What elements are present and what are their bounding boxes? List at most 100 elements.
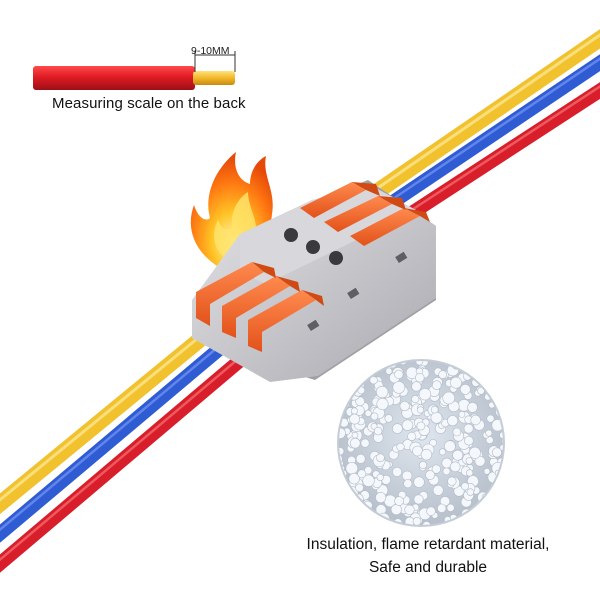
granule [363, 365, 372, 374]
granule [483, 467, 491, 475]
granule [472, 522, 485, 525]
granule [345, 367, 354, 376]
granule [350, 407, 358, 415]
granule [411, 395, 420, 404]
granule [422, 521, 431, 525]
granule [339, 491, 342, 498]
granule [468, 446, 481, 459]
granule [490, 492, 498, 500]
granule [499, 368, 503, 380]
granule [459, 383, 471, 395]
granule [485, 429, 493, 437]
granule [418, 460, 427, 469]
granule [339, 461, 340, 469]
granule [497, 489, 503, 502]
granule [404, 504, 415, 515]
granule [492, 519, 500, 525]
wires-lower-left [0, 321, 255, 573]
granule [501, 386, 503, 394]
granule [450, 376, 462, 389]
granule [394, 369, 404, 380]
granule [495, 491, 503, 501]
granule [339, 521, 341, 525]
granule [339, 392, 342, 405]
granule [346, 510, 359, 523]
granule [463, 435, 474, 446]
granule [504, 499, 515, 510]
granules-closeup [337, 359, 515, 527]
granule [487, 373, 497, 383]
granule [345, 462, 358, 475]
granule [432, 484, 444, 496]
granule [470, 414, 481, 426]
granule [349, 361, 358, 367]
granule [339, 427, 346, 439]
granule [500, 507, 503, 516]
granule [452, 449, 464, 461]
granule [345, 382, 355, 393]
granule [489, 374, 501, 386]
granule [403, 479, 413, 489]
granule [370, 412, 379, 421]
granule [352, 361, 364, 368]
granule [502, 462, 503, 474]
granule [347, 364, 360, 377]
granule [349, 413, 360, 425]
scale-label: 9-10MM [191, 45, 230, 57]
granule [416, 406, 424, 414]
granule [339, 389, 341, 400]
granule [505, 469, 512, 476]
granule [343, 504, 354, 515]
granule [420, 448, 433, 461]
granule [376, 473, 384, 482]
granule [412, 516, 422, 525]
granule [491, 372, 500, 381]
material-line-1: Insulation, flame retardant material, [306, 536, 550, 553]
granule [462, 361, 472, 369]
granule [339, 483, 342, 494]
granule [339, 398, 345, 410]
material-line-2: Safe and durable [368, 559, 488, 576]
granule [384, 414, 393, 423]
granule [476, 520, 485, 525]
granule [373, 426, 383, 436]
granule [479, 508, 491, 521]
granule [349, 437, 361, 449]
granule [339, 523, 343, 525]
granule [355, 453, 366, 464]
granule [415, 373, 425, 383]
granule [339, 489, 343, 499]
granule [491, 388, 500, 398]
granule [350, 383, 358, 391]
granule [431, 464, 441, 474]
granule [486, 414, 495, 423]
granule [499, 381, 503, 392]
granule [376, 385, 389, 399]
granule [385, 367, 393, 375]
granule [492, 361, 503, 372]
granule [499, 431, 503, 440]
granule [501, 501, 503, 509]
granule [480, 361, 488, 369]
granule [465, 519, 476, 525]
granule [485, 516, 495, 525]
granule [425, 470, 435, 480]
granule [501, 435, 503, 448]
wires-upper-right [367, 29, 600, 228]
granule [504, 432, 511, 439]
granule [442, 391, 456, 405]
granule [354, 507, 363, 516]
granule [463, 423, 474, 434]
granule [466, 469, 474, 477]
granule [339, 486, 343, 496]
granule [376, 453, 385, 463]
granule [497, 361, 503, 365]
granule [443, 440, 456, 453]
granule [469, 524, 477, 525]
granule [415, 361, 424, 366]
granule [392, 423, 403, 434]
granule [358, 361, 371, 367]
granule [396, 442, 405, 452]
granule [394, 496, 404, 506]
